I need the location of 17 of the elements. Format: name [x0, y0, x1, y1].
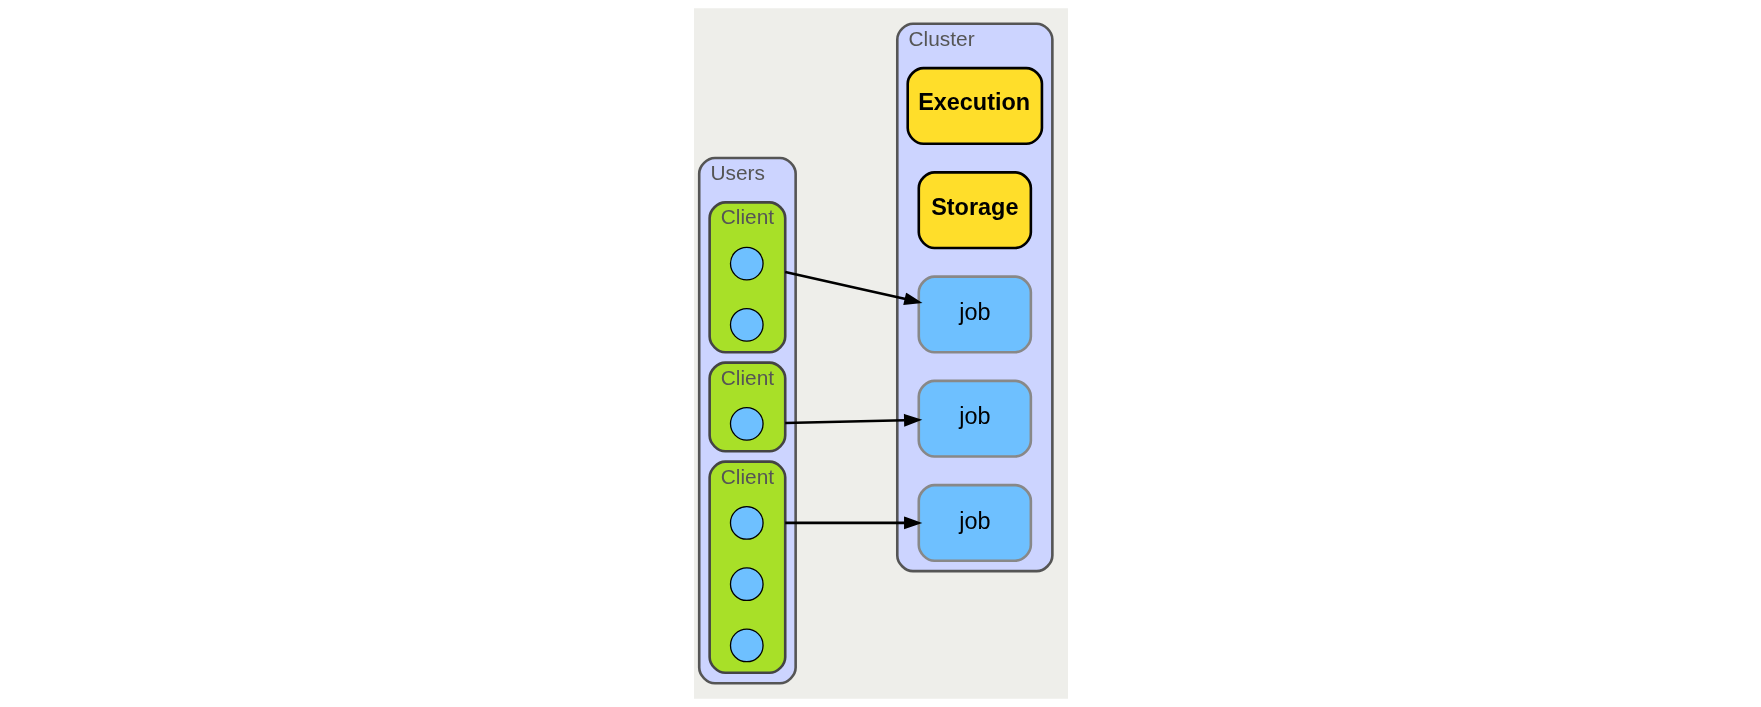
node-circle [729, 246, 764, 281]
node-box: Storage [917, 171, 1032, 250]
node-box: job [917, 379, 1032, 458]
node-circle [729, 307, 764, 342]
cluster: Client [707, 460, 787, 675]
node-box: job [917, 275, 1032, 354]
arrow [784, 270, 922, 306]
cluster: Client [707, 201, 787, 354]
node-box: job [917, 483, 1032, 562]
node-circle [729, 628, 764, 663]
node-circle [729, 406, 764, 441]
node-box: Execution [905, 66, 1043, 145]
node-circle [729, 567, 764, 602]
cluster: Client [707, 361, 787, 453]
arrow [784, 413, 922, 427]
arrow [784, 516, 922, 530]
node-circle [729, 505, 764, 540]
